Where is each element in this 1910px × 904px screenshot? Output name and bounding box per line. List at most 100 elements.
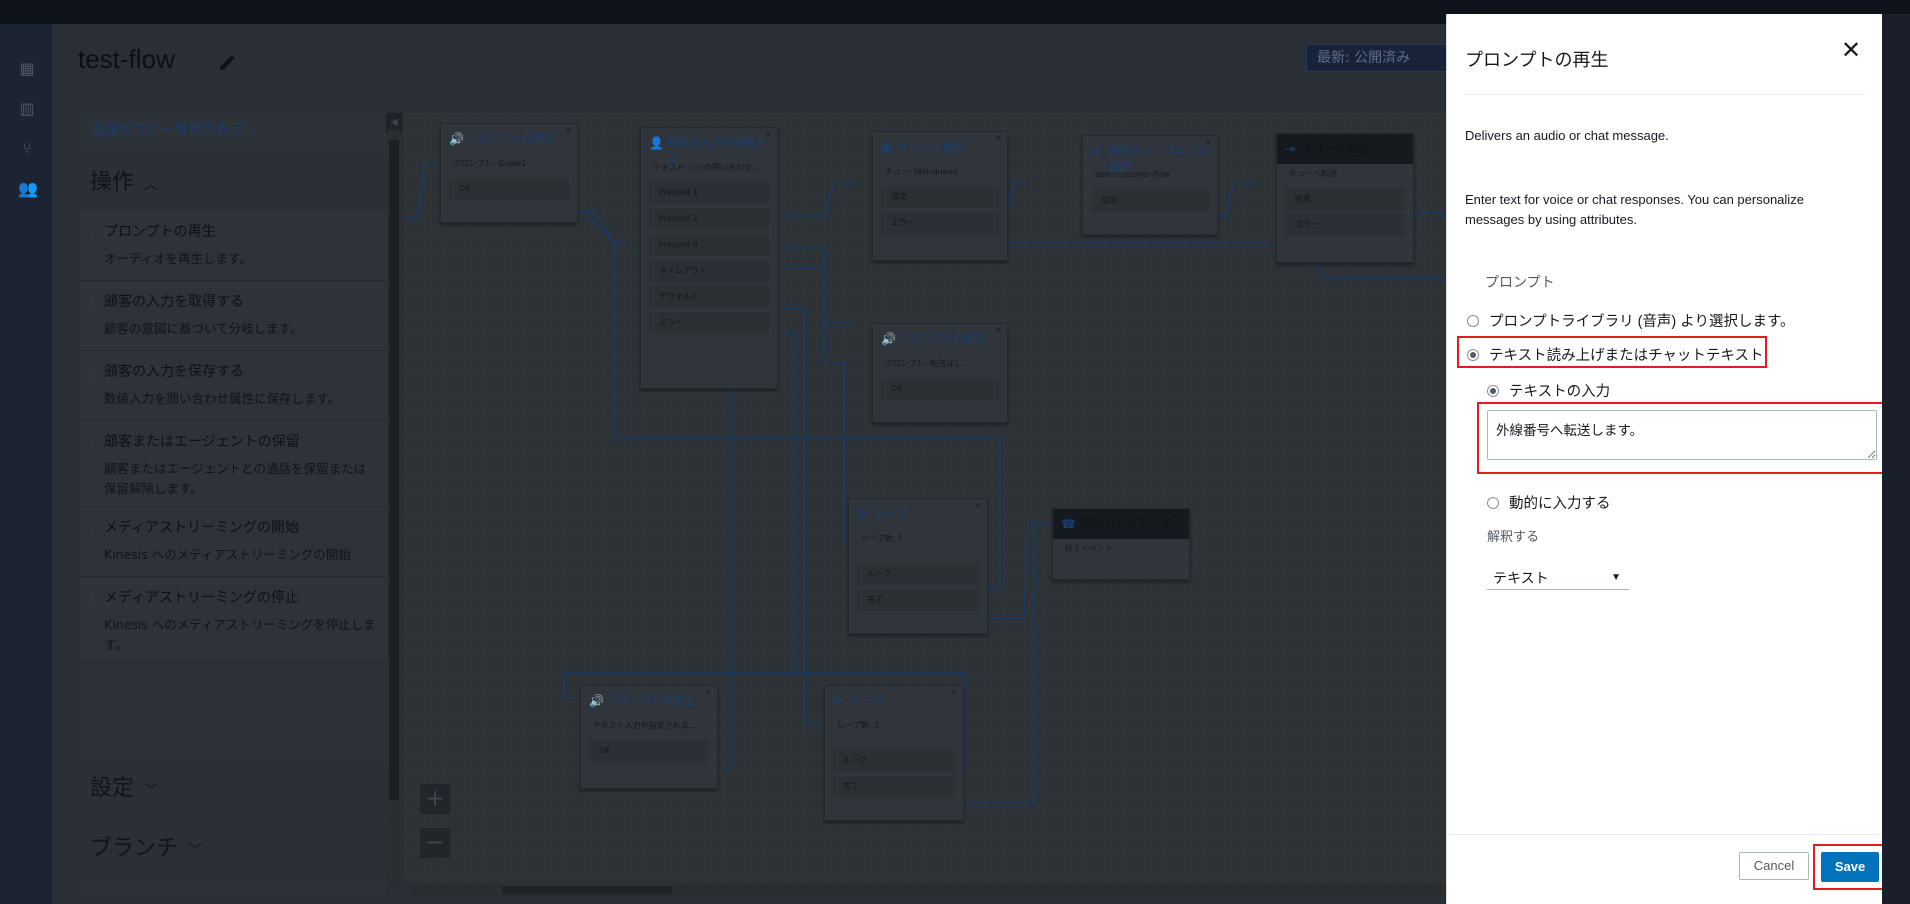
block-subtitle: キューへ転送 [1289,169,1337,178]
block-subtitle: プロンプト: Guide1 [453,159,527,168]
highlight-box [1457,336,1767,368]
block-title: ループ [851,694,884,707]
palette-item-play-prompt[interactable]: ⋮⋮ プロンプトの再生 オーディオを再生します。 [80,211,386,281]
block-port[interactable]: Pressed 9 [649,234,769,256]
close-icon[interactable]: x [951,688,957,698]
radio-tts-chat[interactable]: テキスト読み上げまたはチャットテキスト [1467,344,1763,365]
block-port[interactable]: OK [589,740,709,762]
canvas-scrollbar[interactable] [412,884,1442,896]
radio-label: テキスト読み上げまたはチャットテキスト [1489,348,1764,364]
block-port[interactable]: エラー [1285,214,1405,236]
status-badge[interactable]: 最新: 公開済み [1306,44,1450,72]
section-branch[interactable]: ブランチ﹀ [80,821,386,877]
palette-item-start-streaming[interactable]: ⋮⋮ メディアストリーミングの開始 Kinesis へのメディアストリーミングの… [80,507,386,577]
palette-item-get-input[interactable]: ⋮⋮ 顧客の入力を取得する 顧客の意図に基づいて分岐します。 [80,281,386,351]
block-port[interactable]: 完了 [833,776,955,798]
radio-prompt-library[interactable]: プロンプトライブラリ (音声) より選択します。 [1467,310,1795,331]
edit-icon[interactable] [216,50,238,72]
block-port[interactable]: 成功 [1091,190,1209,212]
block-port[interactable]: 成功 [881,186,999,208]
radio-dynamic[interactable]: 動的に入力する [1487,492,1611,513]
block-port[interactable]: タイムアウト [649,260,769,282]
radio-button[interactable] [1487,496,1499,509]
palette-item-desc: 顧客またはエージェントとの通話を保留または保留解除します。 [104,461,367,496]
flow-title: test-flow [78,44,175,74]
block-port[interactable]: ループ [857,563,979,585]
metrics-icon[interactable]: ▥ [19,99,35,118]
zoom-out-button[interactable]: − [420,828,450,858]
close-icon[interactable]: ✕ [1840,36,1862,64]
cancel-button[interactable]: Cancel [1739,852,1809,880]
chevron-down-icon: ﹀ [188,843,203,859]
users-icon[interactable]: 👥 [18,179,38,198]
block-port[interactable]: Pressed 2 [649,208,769,230]
block-port[interactable]: エラー [881,212,999,234]
section-settings[interactable]: 設定﹀ [80,761,386,817]
radio-button[interactable] [1467,314,1479,327]
block-transfer-queue[interactable]: ⇥キューへ転送 キューへ転送 容量 エラー [1276,133,1414,263]
palette-item-title: プロンプトの再生 [104,224,216,240]
scrollbar-thumb[interactable] [389,140,399,800]
divider [1465,94,1865,95]
chevron-down-icon: ⌄ [248,122,261,138]
drag-handle-icon[interactable]: ⋮⋮ [86,365,114,381]
palette-item-title: 顧客の入力を取得する [104,294,244,310]
block-title: キューの設定 [899,140,965,153]
caret-down-icon: ▼ [1611,572,1621,583]
additional-info-toggle[interactable]: 追加のフロー情報の表示 ⌄ [90,119,260,139]
close-icon[interactable]: x [1205,138,1211,148]
scrollbar-thumb[interactable] [502,886,672,894]
block-port[interactable]: エラー [649,312,769,334]
palette-item-stop-streaming[interactable]: ⋮⋮ メディアストリーミングの停止 Kinesis へのメディアストリーミングを… [80,577,386,663]
palette-item-hold[interactable]: ⋮⋮ 顧客またはエージェントの保留 顧客またはエージェントとの通話を保留または保… [80,421,386,507]
drag-handle-icon[interactable]: ⋮⋮ [86,591,114,607]
drag-handle-icon[interactable]: ⋮⋮ [86,435,114,451]
radio-button[interactable] [1487,384,1499,397]
block-port[interactable]: OK [449,178,569,200]
divider [1447,834,1883,835]
section-operations[interactable]: 操作︿ [80,155,386,211]
close-icon[interactable]: x [975,501,981,511]
close-icon[interactable]: x [765,130,771,140]
block-port[interactable]: ループ [833,750,955,772]
close-icon[interactable]: x [565,126,571,136]
save-button[interactable]: Save [1821,852,1879,882]
block-palette: 追加のフロー情報の表示 ⌄ 操作︿ ⋮⋮ プロンプトの再生 オーディオを再生しま… [80,113,386,895]
block-disconnect[interactable]: ☎切断/ハングアップ 終了イベント [1052,508,1190,580]
close-icon[interactable]: x [995,326,1001,336]
dashboard-icon[interactable]: ▦ [19,59,35,78]
block-port[interactable]: 容量 [1285,188,1405,210]
block-port[interactable]: 完了 [857,589,979,611]
collapse-palette-icon[interactable]: ◀ [386,113,402,133]
drag-handle-icon[interactable]: ⋮⋮ [86,295,114,311]
drag-handle-icon[interactable]: ⋮⋮ [86,521,114,537]
block-port[interactable]: Pressed 1 [649,182,769,204]
loop-icon: ⟳ [857,507,868,521]
transfer-icon: ⇥ [1285,142,1296,156]
radio-label: 動的に入力する [1509,496,1611,512]
prompt-text-input[interactable]: 外線番号へ転送します。 [1487,410,1877,460]
block-port[interactable]: デフォルト [649,286,769,308]
drag-handle-icon[interactable]: ⋮⋮ [86,225,114,241]
section-operations-label: 操作 [90,170,135,195]
interpret-select[interactable]: テキスト ▼ [1487,566,1629,590]
routing-icon[interactable]: ⑂ [22,139,32,158]
palette-item-store-input[interactable]: ⋮⋮ 顧客の入力を保存する 数値入力を問い合わせ属性に保存します。 [80,351,386,421]
radio-button[interactable] [1467,348,1479,361]
close-icon[interactable]: x [995,134,1001,144]
block-port[interactable]: OK [881,378,999,400]
block-subtitle: キュー: test-queue [885,167,958,176]
close-icon[interactable]: x [705,688,711,698]
zoom-in-button[interactable]: + [420,784,450,814]
radio-enter-text[interactable]: テキストの入力 [1487,380,1610,401]
palette-scrollbar[interactable] [388,130,400,890]
